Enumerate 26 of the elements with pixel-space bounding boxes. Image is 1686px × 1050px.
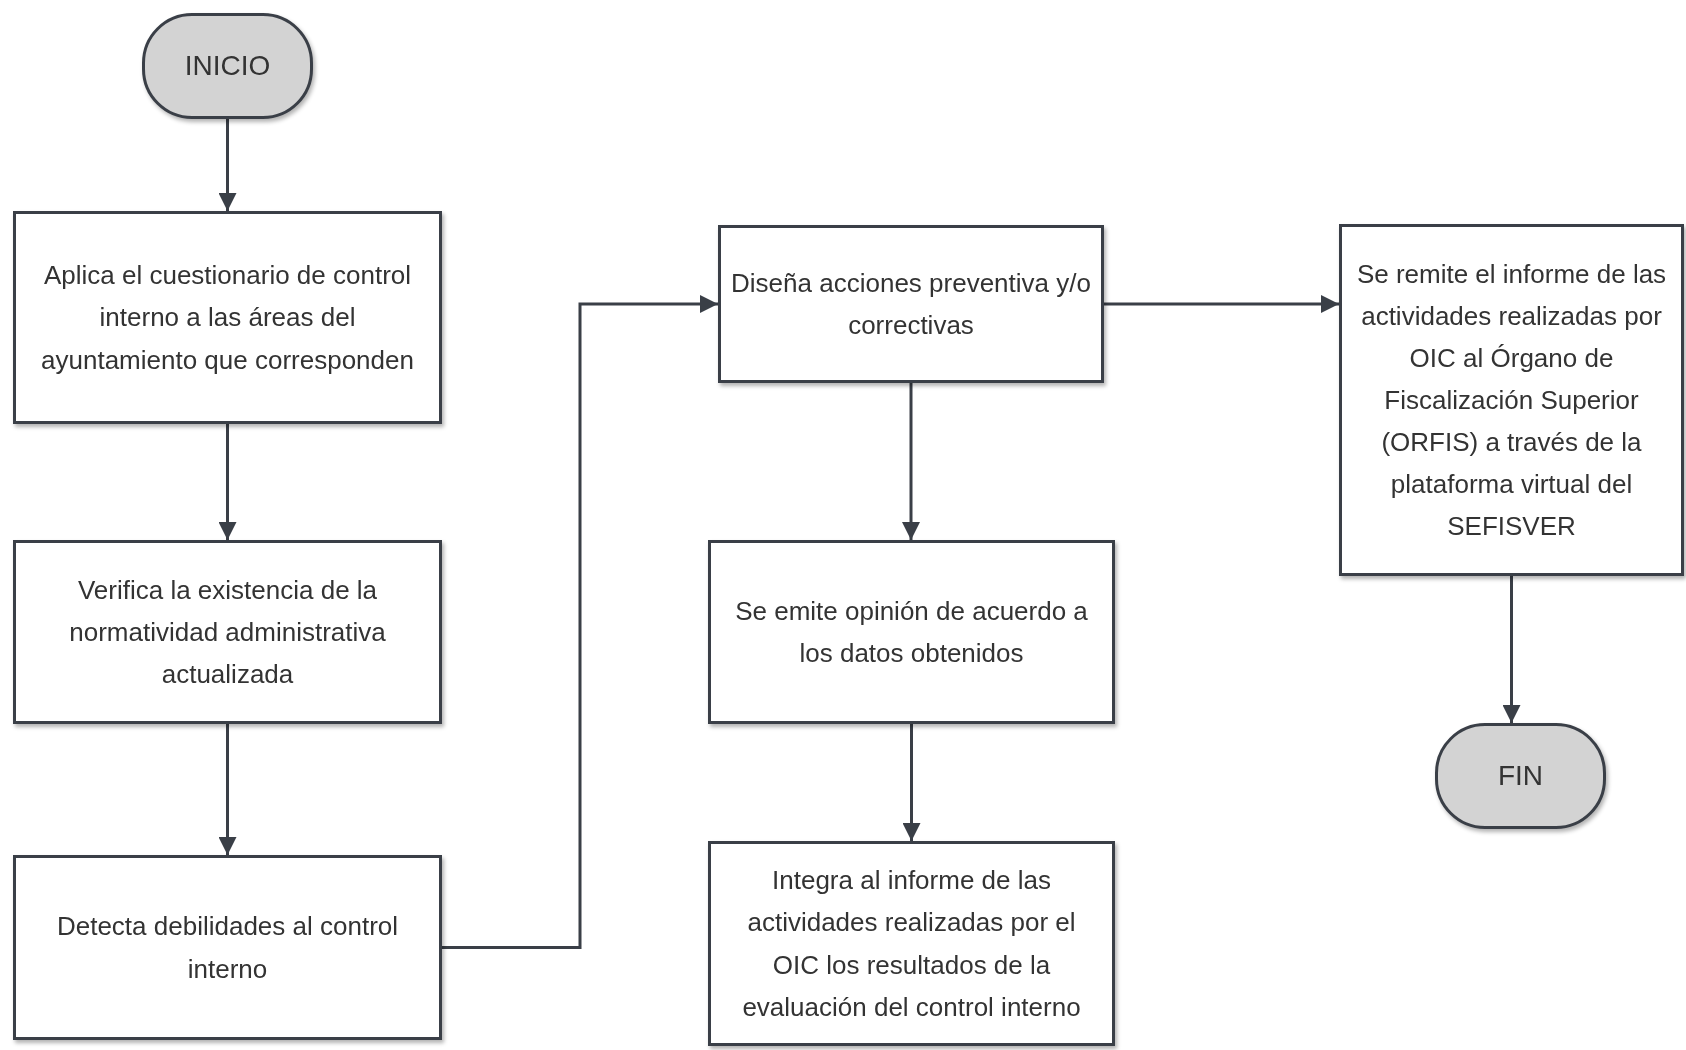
node-text: Se emite opinión de acuerdo a los datos obtenidos (734, 594, 1089, 670)
process-box (13, 540, 442, 724)
process-box (1339, 224, 1684, 576)
node-text: FIN (1497, 759, 1544, 794)
node-text: Verifica la existencia de la normatividad administrativa actualizada (68, 573, 387, 692)
arrow (218, 424, 237, 540)
node-text: Se remite el informe de las actividades realizadas por OIC al Órgano de Fiscalización Superior (ORFIS) a través de la plataforma virtual del SEFISVER (1355, 257, 1668, 544)
arrow (1104, 295, 1339, 313)
terminal-shape (1435, 723, 1606, 829)
process-box (718, 225, 1104, 383)
arrow (442, 295, 718, 949)
node-text: Diseña acciones preventiva y/o correctivas (731, 266, 1091, 342)
arrow (902, 724, 921, 841)
arrow (902, 383, 920, 540)
process-box (708, 841, 1115, 1046)
node-text: Detecta debilidades al control interno (55, 910, 400, 986)
node-text: Integra al informe de las actividades realizadas por el OIC los resultados de la evaluación del control interno (741, 864, 1082, 1024)
node-text: Aplica el cuestionario de control interno a las áreas del ayuntamiento que corresponden (40, 259, 415, 377)
process-box (13, 211, 442, 424)
node-text: INICIO (184, 49, 271, 84)
arrow (218, 724, 237, 855)
process-box (708, 540, 1115, 724)
process-box (13, 855, 442, 1040)
terminal-shape (142, 13, 313, 119)
arrow (218, 119, 237, 211)
arrow (1502, 576, 1521, 723)
